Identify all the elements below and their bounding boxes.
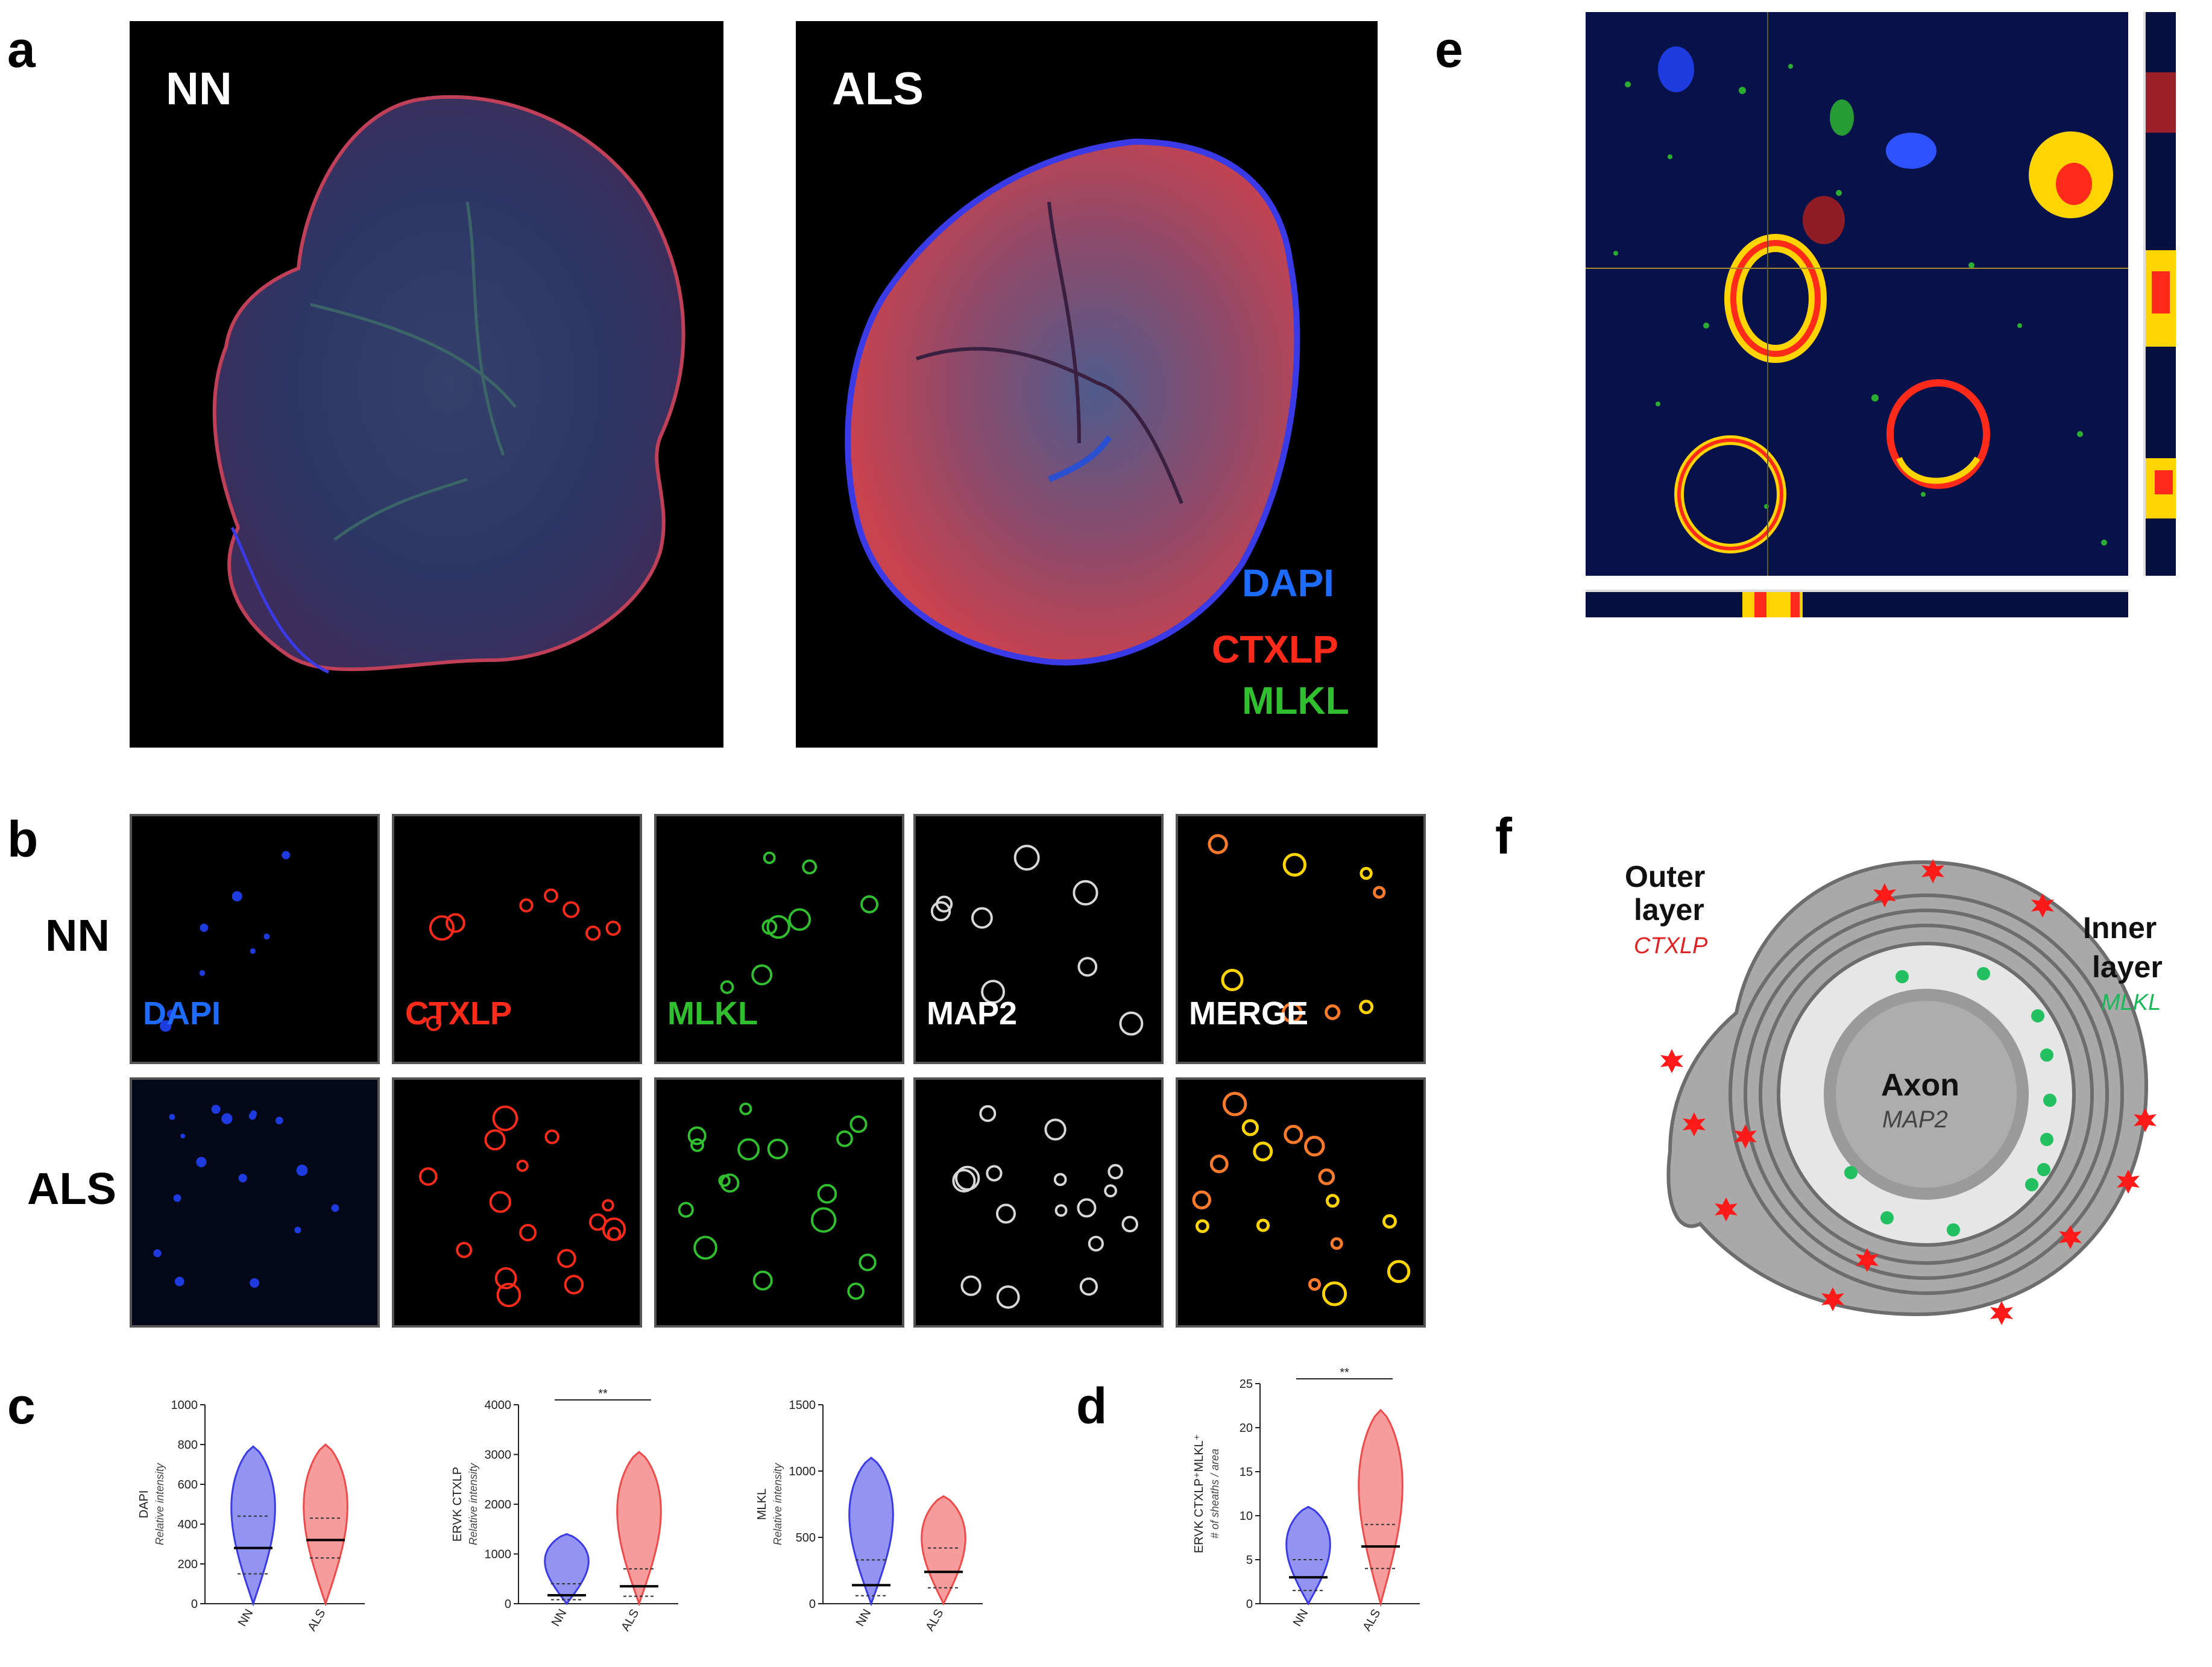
y-tick-label: 1000 <box>789 1465 816 1478</box>
tile-nn-mlkl: MLKL <box>654 814 904 1064</box>
y-axis-label: DAPI <box>137 1490 151 1519</box>
y-tick-label: 500 <box>796 1531 816 1545</box>
channel-label-map2: MAP2 <box>927 995 1018 1032</box>
violin-als <box>616 1451 662 1607</box>
y-tick-label: 2000 <box>485 1498 512 1511</box>
tile-als-mlkl <box>654 1077 904 1328</box>
y-tick-label: 1000 <box>171 1399 198 1412</box>
y-axis-label: ERVK CTXLP⁺MLKL⁺ <box>1193 1434 1206 1553</box>
x-tick-label: NN <box>236 1607 256 1629</box>
y-tick-label: 15 <box>1240 1466 1253 1479</box>
violin-als <box>921 1495 966 1606</box>
y-tick-label: 20 <box>1240 1422 1253 1435</box>
x-tick-label: NN <box>549 1607 569 1629</box>
panel-f-label: f <box>1495 808 1512 865</box>
y-tick-label: 0 <box>191 1598 198 1611</box>
y-axis-label: MLKL <box>755 1489 769 1520</box>
outer-layer-title-2: layer <box>1634 893 1704 927</box>
orthogonal-bottom-view <box>1586 590 2128 617</box>
inner-layer-title-1: Inner <box>2083 911 2157 945</box>
violin-als <box>303 1443 348 1607</box>
channel-label-ctxlp: CTXLP <box>405 995 512 1032</box>
y-axis-sublabel: # of sheaths / area <box>1209 1449 1221 1539</box>
tile-nn-map2: MAP2 <box>913 814 1164 1064</box>
y-tick-label: 3000 <box>485 1449 512 1462</box>
row-label-nn: NN <box>45 910 110 960</box>
outer-layer-title-1: Outer <box>1625 860 1706 893</box>
violin-als <box>1358 1408 1404 1607</box>
y-tick-label: 0 <box>1246 1598 1253 1611</box>
inner-layer-title-2: layer <box>2092 950 2163 984</box>
panel-e-label: e <box>1435 21 1463 78</box>
violin-nn <box>544 1533 590 1606</box>
legend-mlkl: MLKL <box>1242 679 1349 722</box>
y-tick-label: 800 <box>178 1439 198 1452</box>
y-axis-label: ERVK CTXLP <box>451 1467 464 1542</box>
panel-a-label: a <box>7 21 36 78</box>
panel-a-als-tag: ALS <box>832 63 924 115</box>
tile-nn-merge: MERGE <box>1176 814 1426 1064</box>
y-axis-sublabel: Relative intensity <box>154 1463 166 1545</box>
row-label-als: ALS <box>27 1164 116 1214</box>
y-tick-label: 4000 <box>485 1399 512 1412</box>
x-tick-label: ALS <box>619 1607 641 1634</box>
legend-dapi: DAPI <box>1242 561 1334 605</box>
nn-spinal-cord-image <box>130 21 723 748</box>
legend-ctxlp: CTXLP <box>1212 628 1338 671</box>
violin-nn <box>1285 1505 1331 1606</box>
y-tick-label: 0 <box>809 1598 816 1611</box>
channel-label-mlkl: MLKL <box>667 995 758 1032</box>
y-tick-label: 10 <box>1240 1510 1253 1523</box>
significance-label: ** <box>1340 1366 1349 1379</box>
y-tick-label: 600 <box>178 1478 198 1492</box>
x-tick-label: NN <box>854 1607 874 1629</box>
tile-als-merge <box>1176 1077 1426 1328</box>
y-tick-label: 400 <box>178 1518 198 1531</box>
x-tick-label: ALS <box>923 1607 946 1634</box>
x-tick-label: ALS <box>305 1607 328 1634</box>
y-tick-label: 200 <box>178 1558 198 1571</box>
tile-als-dapi <box>130 1077 380 1328</box>
y-tick-label: 1500 <box>789 1399 816 1412</box>
violin-nn <box>230 1445 276 1607</box>
panel-a-nn-tag: NN <box>166 63 232 115</box>
tile-als-ctxlp <box>392 1077 642 1328</box>
violin-nn <box>848 1457 894 1607</box>
outer-layer-marker: CTXLP <box>1634 933 1708 959</box>
tile-nn-ctxlp: CTXLP <box>392 814 642 1064</box>
panel-b-label: b <box>7 811 39 868</box>
als-spinal-cord-image <box>796 21 1378 748</box>
y-tick-label: 5 <box>1246 1554 1253 1567</box>
y-tick-label: 25 <box>1240 1378 1253 1391</box>
axon-marker: MAP2 <box>1882 1106 1948 1133</box>
tile-als-map2 <box>913 1077 1164 1328</box>
significance-label: ** <box>598 1387 608 1401</box>
panel-c-label: c <box>7 1378 36 1434</box>
channel-label-merge: MERGE <box>1189 995 1309 1032</box>
inner-layer-marker: MLKL <box>2101 990 2161 1015</box>
panel-d-label: d <box>1076 1378 1108 1434</box>
tile-nn-dapi: DAPI <box>130 814 380 1064</box>
myelin-sheath-schematic <box>1598 814 2201 1357</box>
orthogonal-side-view <box>2143 12 2176 576</box>
orthogonal-main-view <box>1586 12 2128 576</box>
channel-label-dapi: DAPI <box>143 995 221 1032</box>
x-tick-label: ALS <box>1360 1607 1383 1634</box>
y-axis-sublabel: Relative intensity <box>772 1463 784 1545</box>
x-tick-label: NN <box>1291 1607 1311 1629</box>
y-axis-sublabel: Relative intensity <box>467 1463 479 1545</box>
y-tick-label: 0 <box>505 1598 511 1611</box>
y-tick-label: 1000 <box>485 1548 512 1561</box>
axon-title: Axon <box>1881 1068 1959 1103</box>
